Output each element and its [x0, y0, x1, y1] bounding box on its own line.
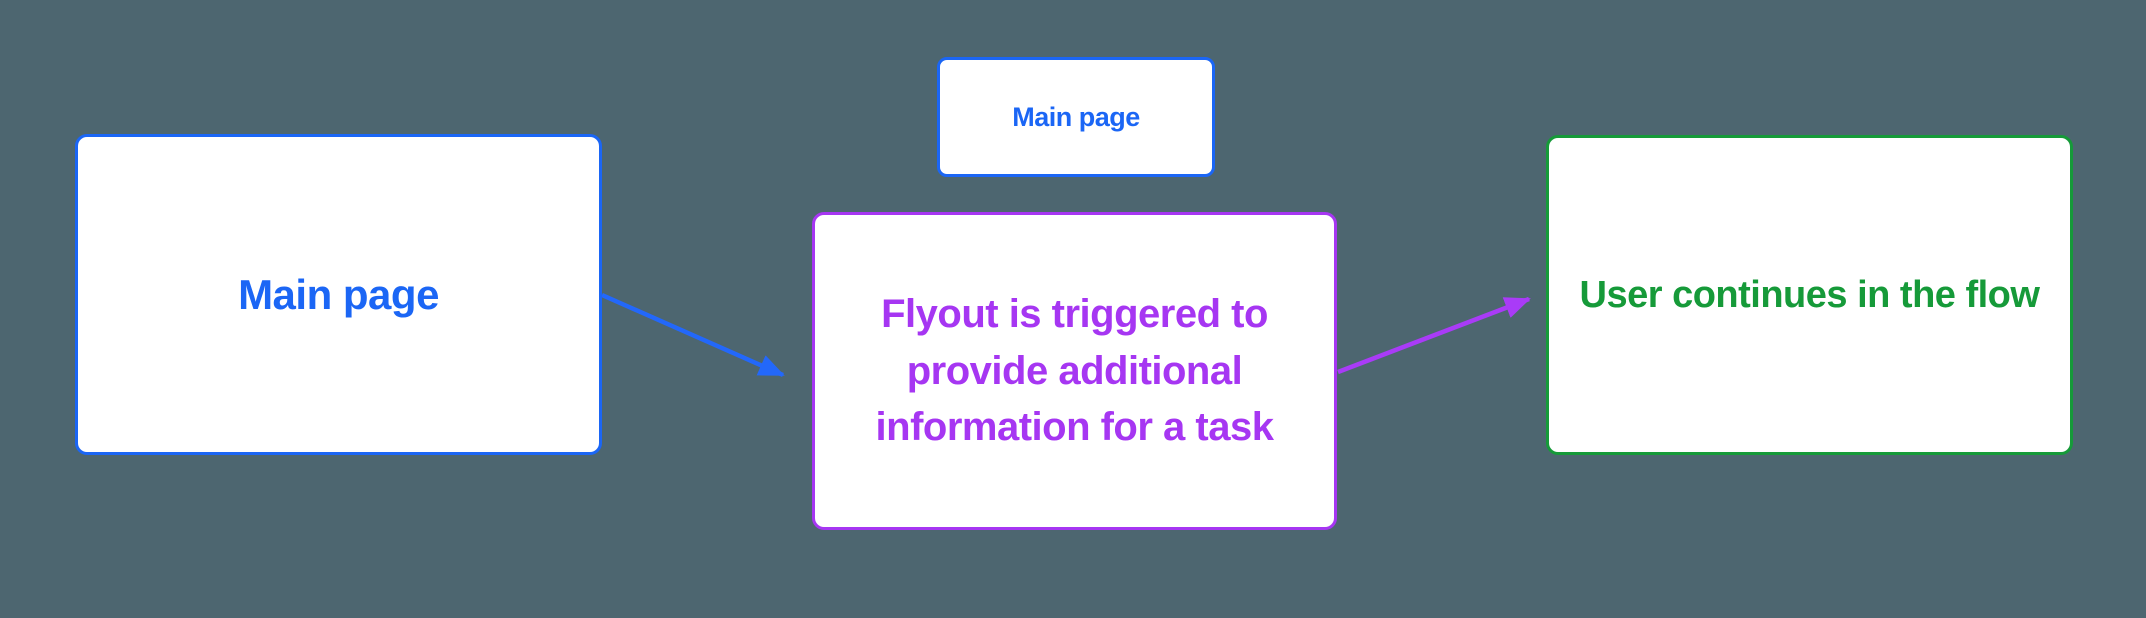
node-user-flow[interactable]: User continues in the flow — [1546, 135, 2073, 455]
node-flyout-label: Flyout is triggered to provide additiona… — [875, 291, 1274, 450]
edge-main-to-flyout — [601, 292, 785, 378]
node-main-page[interactable]: Main page — [75, 134, 602, 455]
node-main-page-small-label: Main page — [1012, 101, 1140, 132]
node-flyout[interactable]: Flyout is triggered to provide additiona… — [812, 212, 1337, 530]
edge-flyout-to-user — [1337, 296, 1531, 375]
node-main-page-label: Main page — [238, 270, 439, 318]
node-main-page-small[interactable]: Main page — [937, 57, 1215, 177]
node-user-flow-label: User continues in the flow — [1579, 273, 2040, 316]
